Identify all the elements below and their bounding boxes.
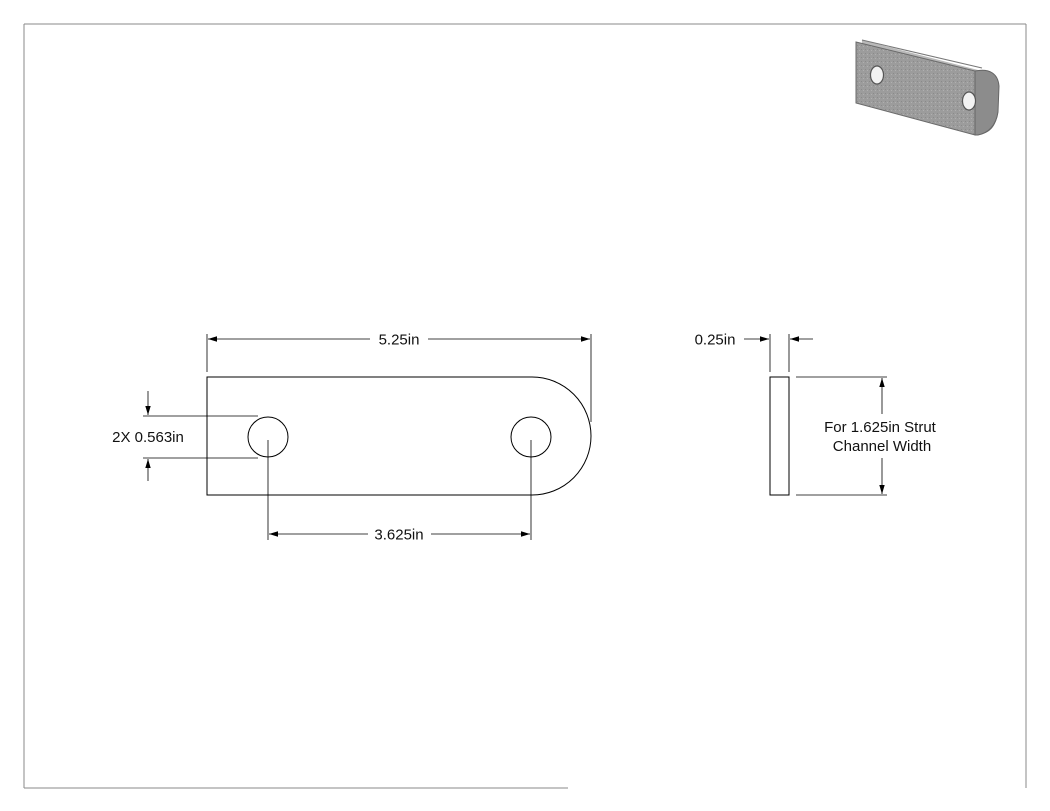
dimension-thickness: [744, 334, 813, 372]
front-view: [206, 376, 592, 496]
iso-hole-left: [869, 65, 885, 85]
note-line-1: For 1.625in Strut: [824, 419, 937, 436]
side-profile: [769, 376, 790, 496]
label-hole-diameter: 2X 0.563in: [112, 429, 184, 446]
dimension-hole-spacing: [267, 440, 532, 540]
iso-hole-right: [961, 91, 977, 111]
label-hole-spacing: 3.625in: [374, 527, 423, 544]
dimension-hole-diameter: [143, 391, 258, 481]
isometric-view: [855, 39, 1000, 136]
label-overall-length: 5.25in: [379, 332, 420, 349]
note-line-2: Channel Width: [833, 438, 931, 455]
label-thickness: 0.25in: [695, 332, 736, 349]
part-outline: [206, 376, 592, 496]
dimension-width: [796, 376, 887, 496]
sheet-border: [23, 23, 1027, 789]
side-view: [769, 376, 790, 496]
dimension-overall-length: [206, 334, 592, 422]
